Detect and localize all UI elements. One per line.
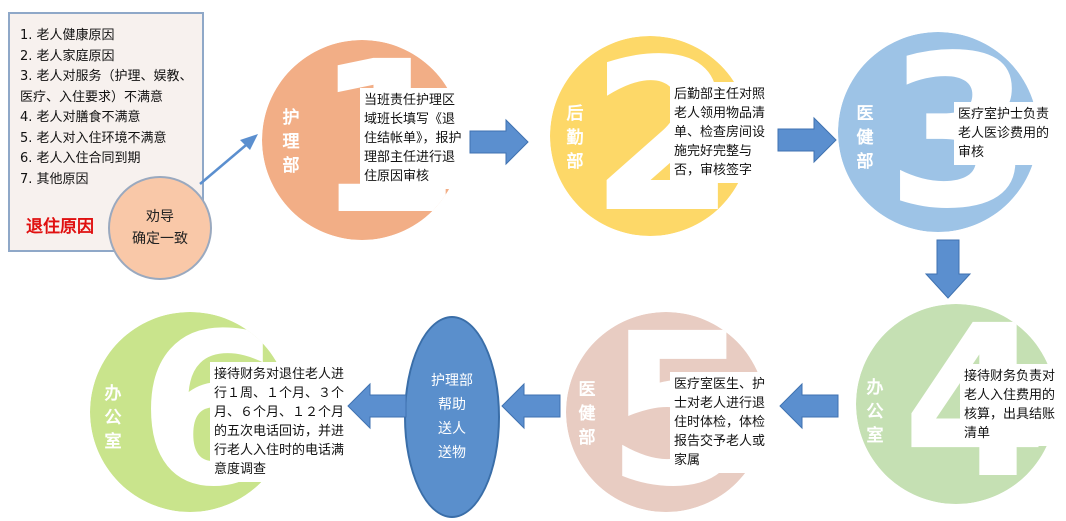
step-3-desc: 医疗室护士负责老人医诊费用的审核 <box>954 102 1060 165</box>
helper-line: 送人 <box>438 421 466 437</box>
reason-item: 7. 其他原因 <box>20 171 89 187</box>
helper-ellipse: 护理部 帮助 送人 送物 <box>404 316 500 518</box>
arrow-right-2 <box>777 116 837 164</box>
step-6-desc: 接待财务对退住老人进行１周、１个月、３个月、６个月、１２个月的五次电话回访，并进… <box>210 362 350 482</box>
step-3-dept: 医健部 <box>856 104 874 172</box>
reason-item: 2. 老人家庭原因 <box>20 48 115 64</box>
reasons-panel: 1. 老人健康原因 2. 老人家庭原因 3. 老人对服务（护理、娱教、 医疗、入… <box>8 12 204 252</box>
helper-line: 护理部 <box>431 373 473 389</box>
connector-arrow <box>199 134 258 185</box>
helper-line: 送物 <box>438 445 466 461</box>
step-5-dept: 医健部 <box>578 380 596 448</box>
step-1-desc: 当班责任护理区域班长填写《退住结帐单》，报护理部主任进行退住原因审核 <box>360 88 470 189</box>
arrow-left-3 <box>347 382 407 430</box>
arrow-left-2 <box>501 382 561 430</box>
step-4-dept: 办公室 <box>866 378 884 446</box>
reasons-title: 退住原因 <box>26 217 94 237</box>
step-2-dept: 后勤部 <box>566 104 584 172</box>
persuade-circle: 劝导 确定一致 <box>108 176 212 280</box>
reason-item: 3. 老人对服务（护理、娱教、 <box>20 69 193 84</box>
arrow-right-1 <box>469 118 529 166</box>
reason-item: 4. 老人对膳食不满意 <box>20 110 141 125</box>
step-6-dept: 办公室 <box>104 384 122 452</box>
persuade-line2: 确定一致 <box>132 231 188 247</box>
reason-item: 5. 老人对入住环境不满意 <box>20 130 167 146</box>
step-2-desc: 后勤部主任对照老人领用物品清单、检查房间设施完好完整与否，审核签字 <box>670 82 778 183</box>
reason-item: 6. 老人入住合同到期 <box>20 151 141 166</box>
reasons-list: 1. 老人健康原因 2. 老人家庭原因 3. 老人对服务（护理、娱教、 医疗、入… <box>10 14 202 190</box>
arrow-left-1 <box>779 382 839 430</box>
arrow-down <box>924 239 972 299</box>
reason-item: 医疗、入住要求）不满意 <box>20 89 164 105</box>
reason-item: 1. 老人健康原因 <box>20 28 115 43</box>
step-5-desc: 医疗室医生、护士对老人进行退住时体检，体检报告交予老人或家属 <box>670 372 776 473</box>
persuade-line1: 劝导 <box>146 209 174 225</box>
step-4-desc: 接待财务负责对老人入住费用的核算，出具结账清单 <box>960 364 1062 446</box>
step-1-dept: 护理部 <box>282 108 300 176</box>
helper-line: 帮助 <box>438 397 466 413</box>
